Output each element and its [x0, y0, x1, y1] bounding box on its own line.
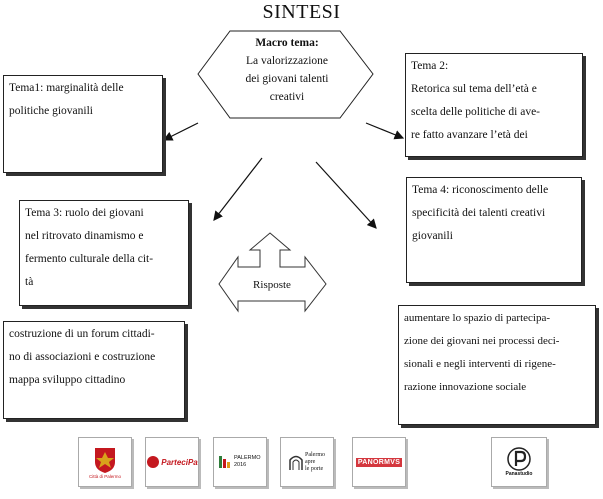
tema1-box: Tema1: marginalità delle politiche giova…	[3, 75, 163, 173]
arrow-to-tema1	[162, 122, 199, 141]
tema4-line: giovanili	[412, 230, 453, 242]
risposta2-line: zione dei giovani nei processi deci-	[404, 335, 560, 347]
tema3-line: Tema 3: ruolo dei giovani	[25, 207, 144, 219]
risposta2-line: sionali e negli interventi di rigene-	[404, 358, 556, 370]
tema2-line: Tema 2:	[411, 60, 449, 72]
comune-palermo-logo: Città di Palermo	[78, 437, 132, 487]
partecipa-logo-text: ParteciPa	[161, 457, 198, 467]
macro-theme-text: Macro tema: La valorizzazione dei giovan…	[232, 34, 342, 106]
apre-logo-text: Palermo apre le porte	[305, 452, 325, 473]
apre-logo-line: Palermo	[305, 451, 325, 458]
arrow-to-tema4	[315, 161, 377, 229]
tema3-line: tà	[25, 276, 34, 288]
tema3-line: fermento culturale della cit-	[25, 253, 154, 265]
tema1-line: Tema1: marginalità delle	[9, 82, 124, 94]
macro-theme-line: dei giovani talenti	[245, 73, 329, 85]
risposta1-line: costruzione di un forum cittadi-	[9, 328, 155, 340]
risposte-arrows-shape	[218, 232, 327, 313]
page-title: SINTESI	[262, 1, 341, 23]
tema1-line: politiche giovanili	[9, 105, 93, 117]
palermo-2016-mark-icon	[219, 456, 230, 468]
risposta2-line: razione innovazione sociale	[404, 381, 527, 393]
macro-theme-line: creativi	[269, 91, 305, 103]
comune-crest-icon	[95, 447, 115, 473]
panormus-logo: PANORMVS	[352, 437, 406, 487]
tema2-line: Retorica sul tema dell’età e	[411, 83, 537, 95]
apre-logo-line: le porte	[305, 465, 324, 472]
macro-theme-hexagon	[197, 30, 374, 119]
tema4-line: specificità dei talenti creativi	[412, 207, 546, 219]
tema2-line: re fatto avanzare l’età dei	[411, 129, 528, 141]
panastudio-logo-text: Panastudio	[505, 471, 533, 477]
tema2-line: scelta delle politiche di ave-	[411, 106, 540, 118]
panastudio-logo: Panastudio	[491, 437, 547, 487]
risposte-label: Risposte	[253, 279, 291, 291]
risposta2-box: aumentare lo spazio di partecipa- zione …	[398, 305, 596, 425]
panastudio-p-icon	[507, 447, 531, 471]
comune-logo-text: Città di Palermo	[88, 473, 121, 479]
apre-logo-line: apre	[305, 458, 316, 465]
tema2-box: Tema 2: Retorica sul tema dell’età e sce…	[405, 53, 583, 157]
partecipa-circle-icon	[147, 456, 160, 468]
tema3-line: nel ritrovato dinamismo e	[25, 230, 144, 242]
tema4-box: Tema 4: riconoscimento delle specificità…	[406, 177, 582, 283]
tema3-box: Tema 3: ruolo dei giovani nel ritrovato …	[19, 200, 189, 306]
risposta1-box: costruzione di un forum cittadi- no di a…	[3, 321, 185, 419]
palermo-apre-le-porte-logo: Palermo apre le porte	[280, 437, 334, 487]
risposta2-line: aumentare lo spazio di partecipa-	[404, 312, 550, 324]
partecipa-logo: ParteciPa	[145, 437, 199, 487]
macro-theme-line: La valorizzazione	[245, 55, 329, 67]
risposta1-line: no di associazioni e costruzione	[9, 351, 156, 363]
palermo-2016-logo: PALERMO 2016	[213, 437, 267, 487]
arrow-to-tema2	[365, 122, 405, 140]
arrow-to-tema3	[213, 157, 263, 221]
macro-theme-heading: Macro tema:	[255, 37, 319, 49]
palermo-2016-logo-text: PALERMO 2016	[234, 455, 261, 468]
risposta1-line: mappa sviluppo cittadino	[9, 374, 126, 386]
tema4-line: Tema 4: riconoscimento delle	[412, 184, 549, 196]
panormus-logo-text: PANORMVS	[355, 457, 403, 467]
door-arch-icon	[289, 455, 303, 470]
